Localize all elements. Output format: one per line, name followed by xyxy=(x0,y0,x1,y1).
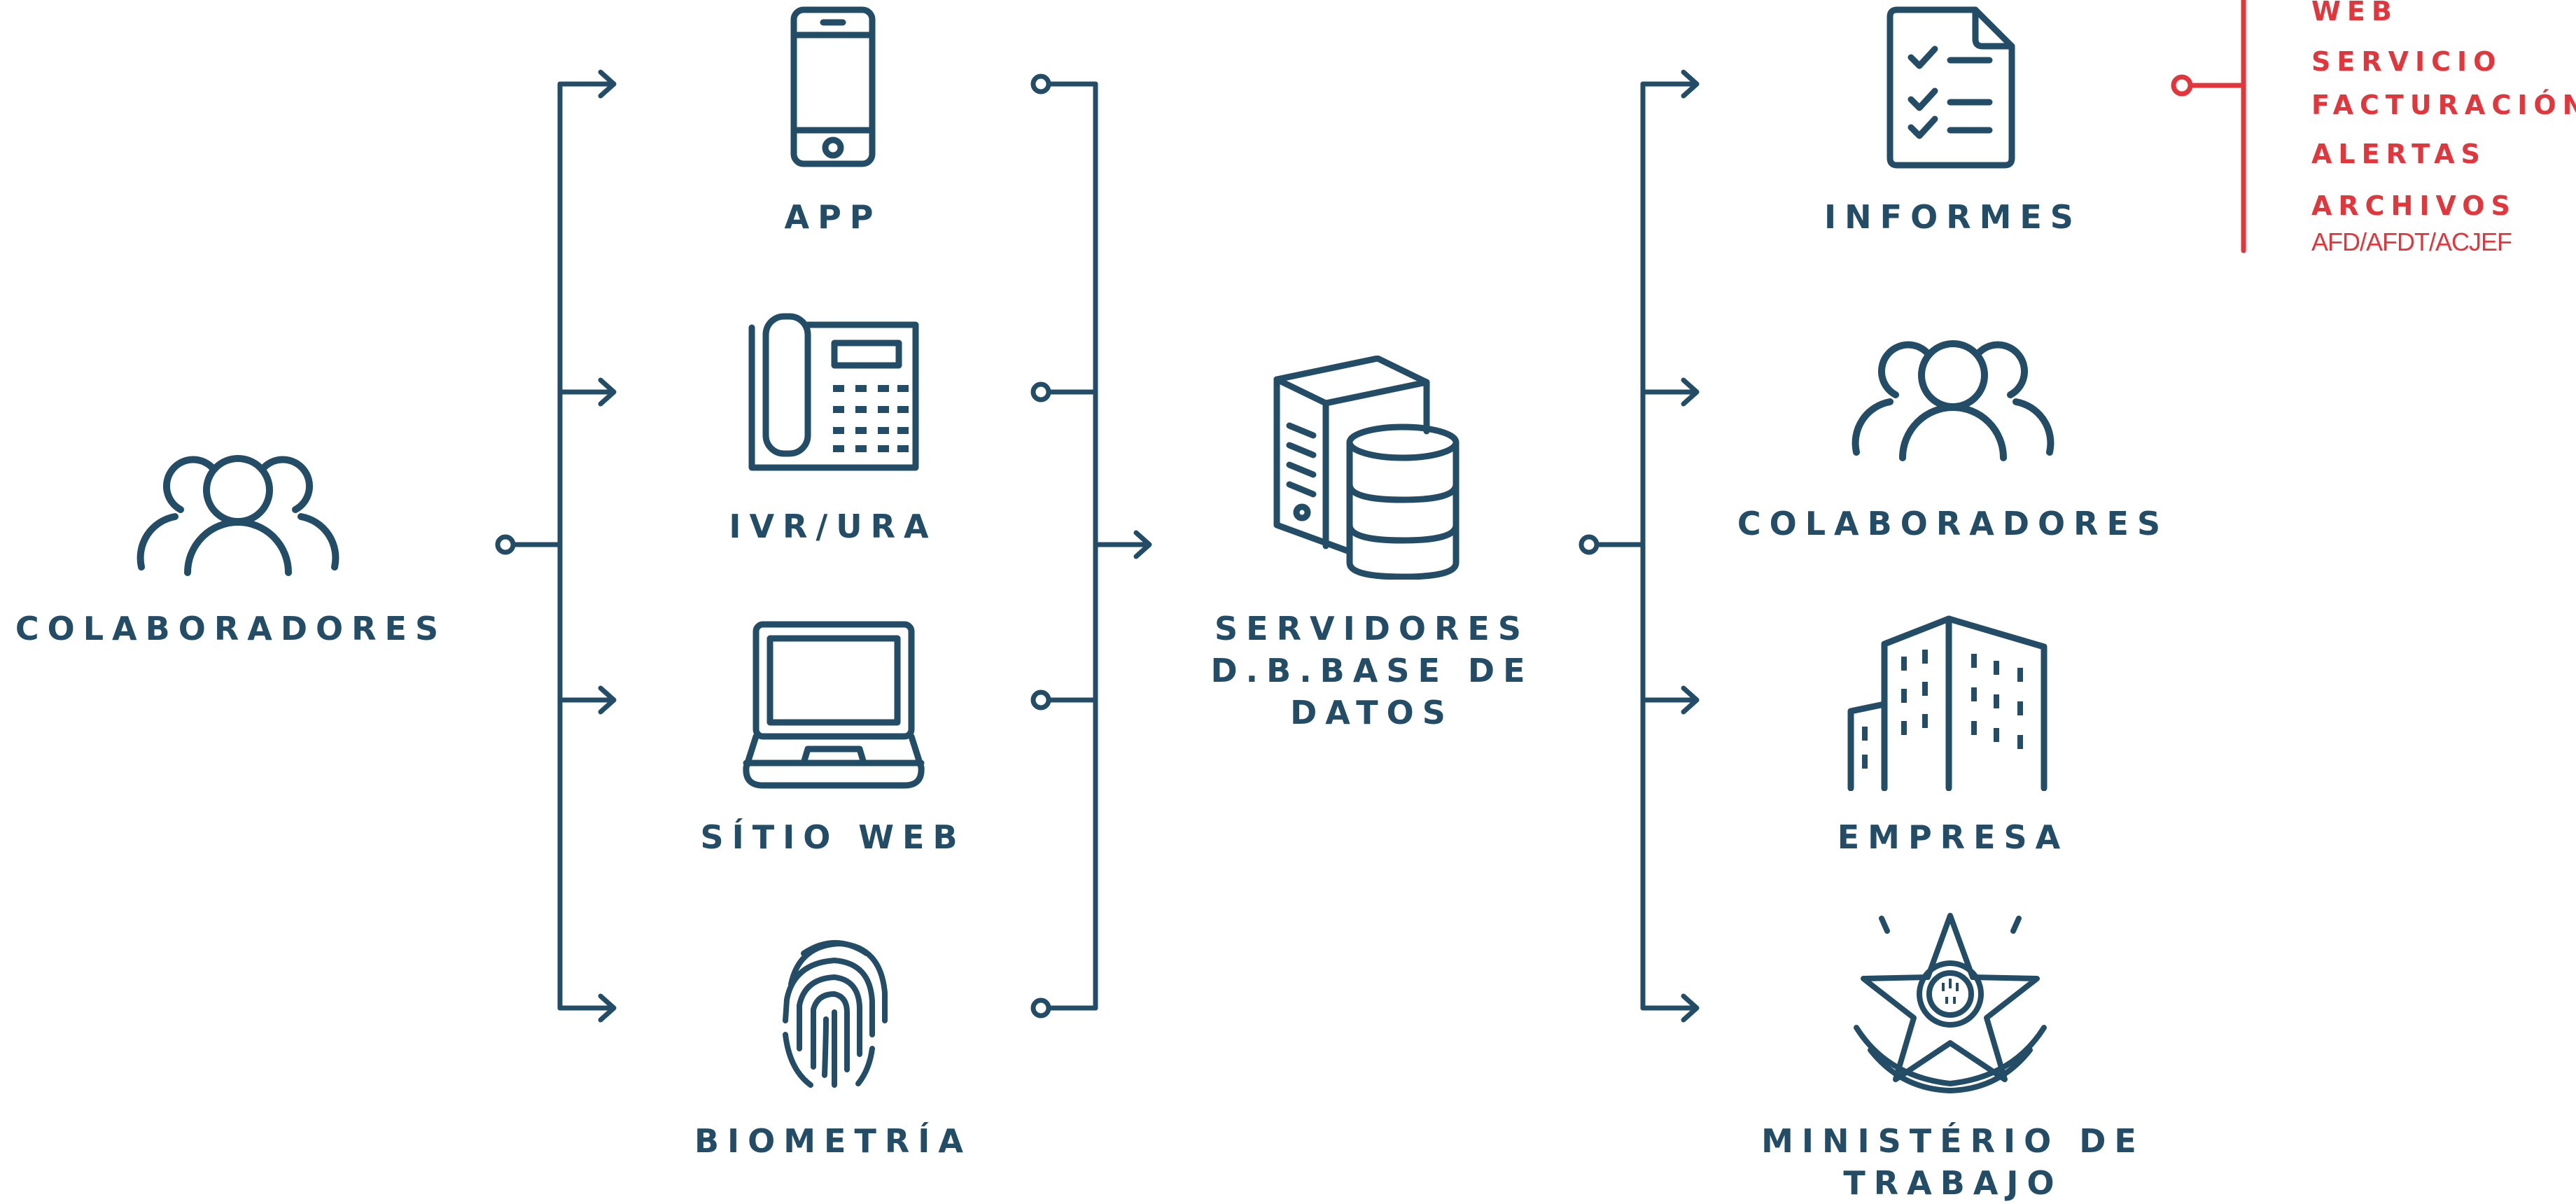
input-label-biometria: BIOMETRÍA xyxy=(694,1122,972,1160)
users-icon xyxy=(136,455,340,576)
checklist-document-icon xyxy=(1886,6,2015,169)
smartphone-icon xyxy=(790,6,876,167)
detail-archivos: ARCHIVOS xyxy=(2311,190,2516,221)
server-database-icon xyxy=(1273,356,1460,580)
output-label-colaboradores: COLABORADORES xyxy=(1737,505,2169,542)
middle-merge-connector xyxy=(1030,74,1152,1018)
coat-of-arms-icon xyxy=(1854,913,2047,1093)
input-label-web: SÍTIO WEB xyxy=(700,818,966,856)
detail-facturacion: FACTURACIÓN xyxy=(2311,90,2576,120)
users-icon xyxy=(1851,340,2054,461)
left-node-label: COLABORADORES xyxy=(15,610,447,648)
detail-alertas: ALERTAS xyxy=(2311,139,2486,169)
fingerprint-icon xyxy=(783,940,888,1088)
input-label-ivr: IVR/URA xyxy=(729,507,937,545)
laptop-icon xyxy=(743,621,925,789)
detail-web: WEB xyxy=(2311,0,2398,27)
details-bracket xyxy=(2171,0,2246,253)
desk-phone-icon xyxy=(748,313,919,471)
output-label-empresa: EMPRESA xyxy=(1837,818,2069,856)
right-fanout-connector xyxy=(1578,69,1700,1023)
left-fanout-connector xyxy=(495,69,617,1023)
detail-servicio: SERVICIO xyxy=(2311,46,2502,77)
buildings-icon xyxy=(1847,615,2047,791)
detail-file-formats: AFD/AFDT/ACJEF xyxy=(2311,227,2512,256)
output-label-informes: INFORMES xyxy=(1824,198,2082,236)
output-label-ministerio: MINISTÉRIO DE TRABAJO xyxy=(1761,1122,2145,1202)
input-label-app: APP xyxy=(784,198,882,236)
center-node-label: SERVIDORES D.B.BASE DE DATOS xyxy=(1210,610,1534,732)
